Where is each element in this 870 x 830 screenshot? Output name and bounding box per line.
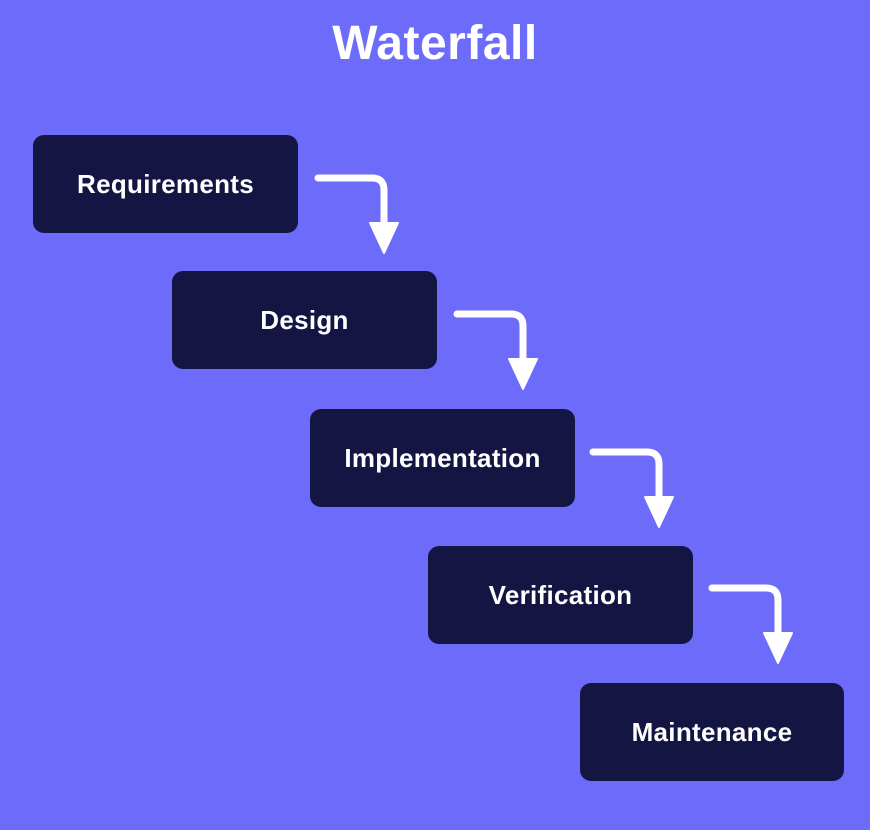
arrow-head <box>763 632 793 664</box>
arrow-line <box>314 174 388 227</box>
elbow-arrow-icon <box>589 448 674 528</box>
stage-maintenance-label: Maintenance <box>631 716 793 747</box>
arrow-line <box>453 310 527 363</box>
diagram-title: Waterfall <box>332 17 538 70</box>
stage-implementation: Implementation <box>310 409 575 507</box>
elbow-arrow-icon <box>708 584 793 664</box>
arrow-head <box>369 222 399 254</box>
stage-design-label: Design <box>260 304 349 335</box>
stage-maintenance: Maintenance <box>580 683 844 781</box>
arrow-head <box>644 496 674 528</box>
arrow-line <box>708 584 782 637</box>
arrow-line <box>589 448 663 501</box>
stage-design: Design <box>172 271 437 369</box>
stage-implementation-label: Implementation <box>344 442 541 473</box>
arrow-head <box>508 358 538 390</box>
stage-requirements-label: Requirements <box>77 168 254 199</box>
stage-verification-label: Verification <box>488 579 633 610</box>
stage-verification: Verification <box>428 546 693 644</box>
stage-requirements: Requirements <box>33 135 298 233</box>
elbow-arrow-icon <box>453 310 538 390</box>
elbow-arrow-icon <box>314 174 399 254</box>
